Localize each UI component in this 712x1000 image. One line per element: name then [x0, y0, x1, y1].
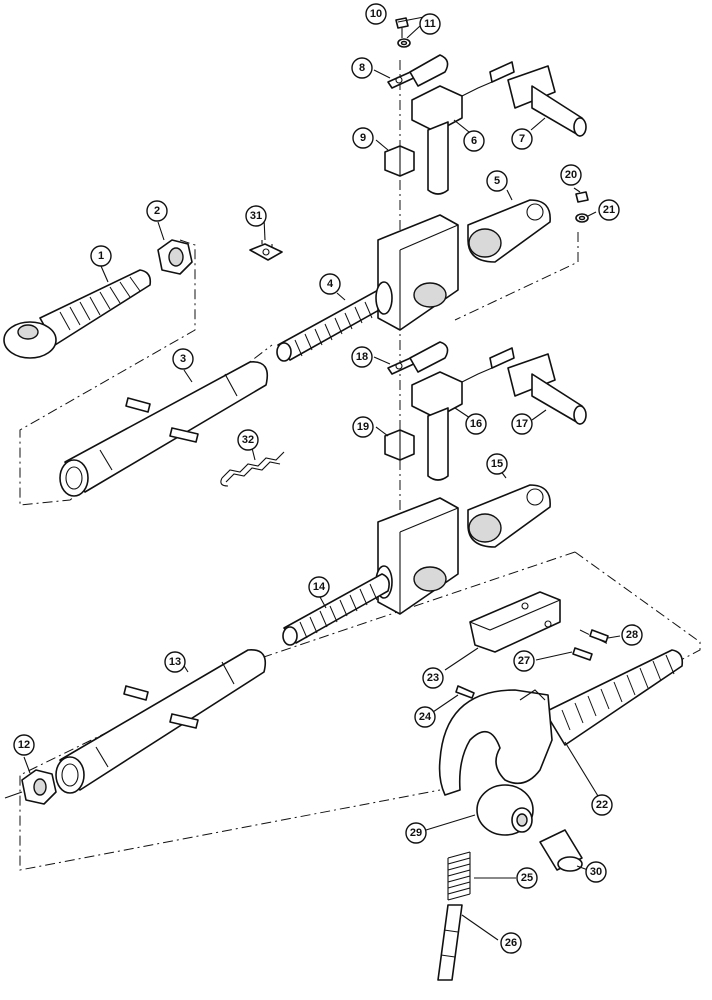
callout-30: 30 [585, 861, 607, 883]
callout-29-label: 29 [410, 827, 422, 839]
callout-2-label: 2 [154, 205, 160, 217]
callout-6-label: 6 [471, 135, 477, 147]
callout-6: 6 [463, 130, 485, 152]
part-8-bracket [387, 54, 449, 89]
callout-26: 26 [500, 932, 522, 954]
callout-13-label: 13 [169, 656, 181, 668]
callout-25: 25 [516, 867, 538, 889]
callout-11-label: 11 [424, 18, 436, 30]
part-18-bracket [387, 341, 449, 375]
callout-16: 16 [465, 413, 487, 435]
part-28-pin [589, 629, 609, 643]
part-16-pin [411, 347, 515, 481]
callout-14-label: 14 [313, 581, 326, 593]
callout-15-label: 15 [491, 458, 503, 470]
callout-3: 3 [172, 348, 194, 370]
callout-9-label: 9 [360, 132, 366, 144]
callout-1-label: 1 [98, 250, 104, 262]
part-30-sleeve [539, 829, 583, 872]
callout-22-label: 22 [596, 799, 608, 811]
part-32-chain [220, 451, 285, 487]
callout-27-label: 27 [518, 655, 530, 667]
part-31-clip [249, 240, 283, 261]
callout-7: 7 [511, 128, 533, 150]
callout-31: 31 [245, 205, 267, 227]
callout-25-label: 25 [521, 872, 533, 884]
callout-16-label: 16 [470, 418, 482, 430]
callout-23-label: 23 [427, 672, 439, 684]
callout-15: 15 [486, 453, 508, 475]
callout-13: 13 [164, 651, 186, 673]
callout-5-label: 5 [494, 175, 500, 187]
callout-3-label: 3 [180, 353, 186, 365]
part-23-latch [469, 591, 561, 653]
callout-2: 2 [146, 200, 168, 222]
part-6-pin [411, 61, 515, 195]
part-27-pin [572, 647, 593, 661]
leader-lines [23, 15, 621, 941]
callout-24-label: 24 [419, 711, 432, 723]
callout-24: 24 [414, 706, 436, 728]
part-11-washer [397, 38, 411, 48]
callout-19-label: 19 [357, 421, 369, 433]
part-21-washer [575, 213, 589, 223]
callout-30-label: 30 [590, 866, 602, 878]
callout-28: 28 [621, 624, 643, 646]
part-2-hex-nut [157, 239, 193, 275]
callout-32: 32 [237, 429, 259, 451]
callout-23: 23 [422, 667, 444, 689]
callout-21-label: 21 [603, 204, 615, 216]
callout-8-label: 8 [359, 62, 365, 74]
callout-18: 18 [351, 346, 373, 368]
part-15-eye-link [467, 484, 551, 548]
callout-22: 22 [591, 794, 613, 816]
part-5-eye-link [467, 199, 551, 263]
callout-8: 8 [351, 57, 373, 79]
part-9-block [384, 145, 415, 177]
callout-20: 20 [560, 164, 582, 186]
callout-32-label: 32 [242, 434, 254, 446]
callout-28-label: 28 [626, 629, 638, 641]
callout-4-label: 4 [327, 278, 334, 290]
part-17-flanged-pin [507, 353, 587, 425]
callout-18-label: 18 [356, 351, 368, 363]
part-25-spring [447, 851, 471, 901]
part-7-flanged-pin [507, 65, 587, 137]
part-14-threaded-shaft [282, 573, 390, 646]
part-1-rod-end [3, 269, 152, 359]
callout-17-label: 17 [516, 418, 528, 430]
callout-26-label: 26 [505, 937, 517, 949]
callout-11: 11 [419, 13, 441, 35]
callout-14: 14 [308, 576, 330, 598]
part-20-bolt [575, 191, 589, 203]
callout-31-label: 31 [250, 210, 262, 222]
callout-10: 10 [365, 3, 387, 25]
callout-5: 5 [486, 170, 508, 192]
part-3-tube [59, 361, 269, 497]
part-29-ball [476, 784, 534, 836]
callout-27: 27 [513, 650, 535, 672]
part-4-threaded-shaft [276, 287, 390, 362]
callout-19: 19 [352, 416, 374, 438]
part-19-block [384, 429, 415, 461]
callout-4: 4 [319, 273, 341, 295]
callout-9: 9 [352, 127, 374, 149]
part-24-pin [455, 685, 475, 699]
callout-20-label: 20 [565, 169, 577, 181]
lower-clevis [375, 497, 459, 615]
part-22-hook [438, 649, 684, 796]
callout-17: 17 [511, 413, 533, 435]
callout-12: 12 [13, 734, 35, 756]
upper-clevis [375, 214, 459, 331]
callout-10-label: 10 [370, 8, 382, 20]
callout-12-label: 12 [18, 739, 30, 751]
callout-29: 29 [405, 822, 427, 844]
callout-21: 21 [598, 199, 620, 221]
callout-7-label: 7 [519, 133, 525, 145]
part-12-hex-nut [4, 769, 57, 805]
part-13-tube [55, 649, 267, 794]
part-26-plunger [437, 904, 463, 981]
callout-1: 1 [90, 245, 112, 267]
